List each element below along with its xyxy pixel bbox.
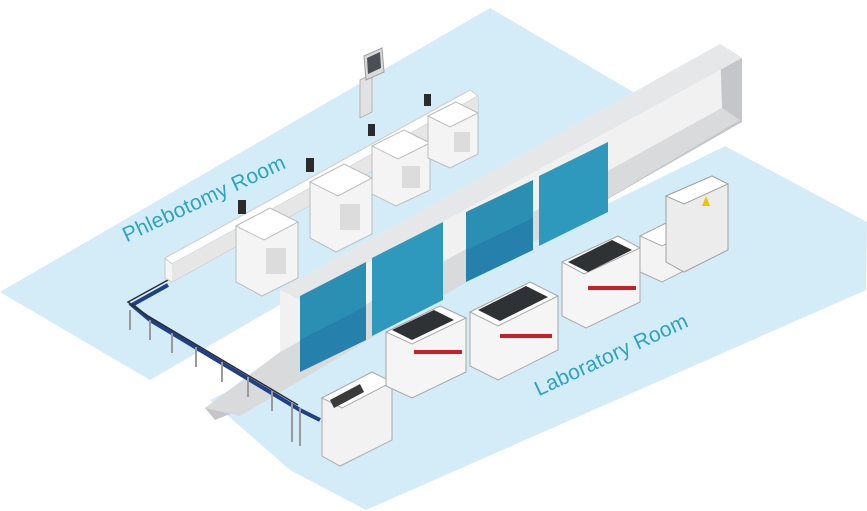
window (300, 262, 366, 372)
sample-tube-station (234, 200, 300, 297)
sample-tube-station (368, 124, 432, 207)
queue-kiosk (359, 47, 385, 119)
window (539, 142, 608, 246)
window (466, 180, 533, 282)
window (372, 222, 443, 336)
conveyor-track (126, 279, 321, 446)
sample-loader (320, 371, 394, 467)
analyzer (468, 281, 560, 381)
analyzer (384, 305, 468, 399)
analyzer (560, 235, 642, 329)
storage-module (664, 175, 730, 273)
sample-tube-station (424, 94, 480, 169)
sample-tube-station (306, 158, 374, 253)
dividing-wall (205, 44, 742, 420)
